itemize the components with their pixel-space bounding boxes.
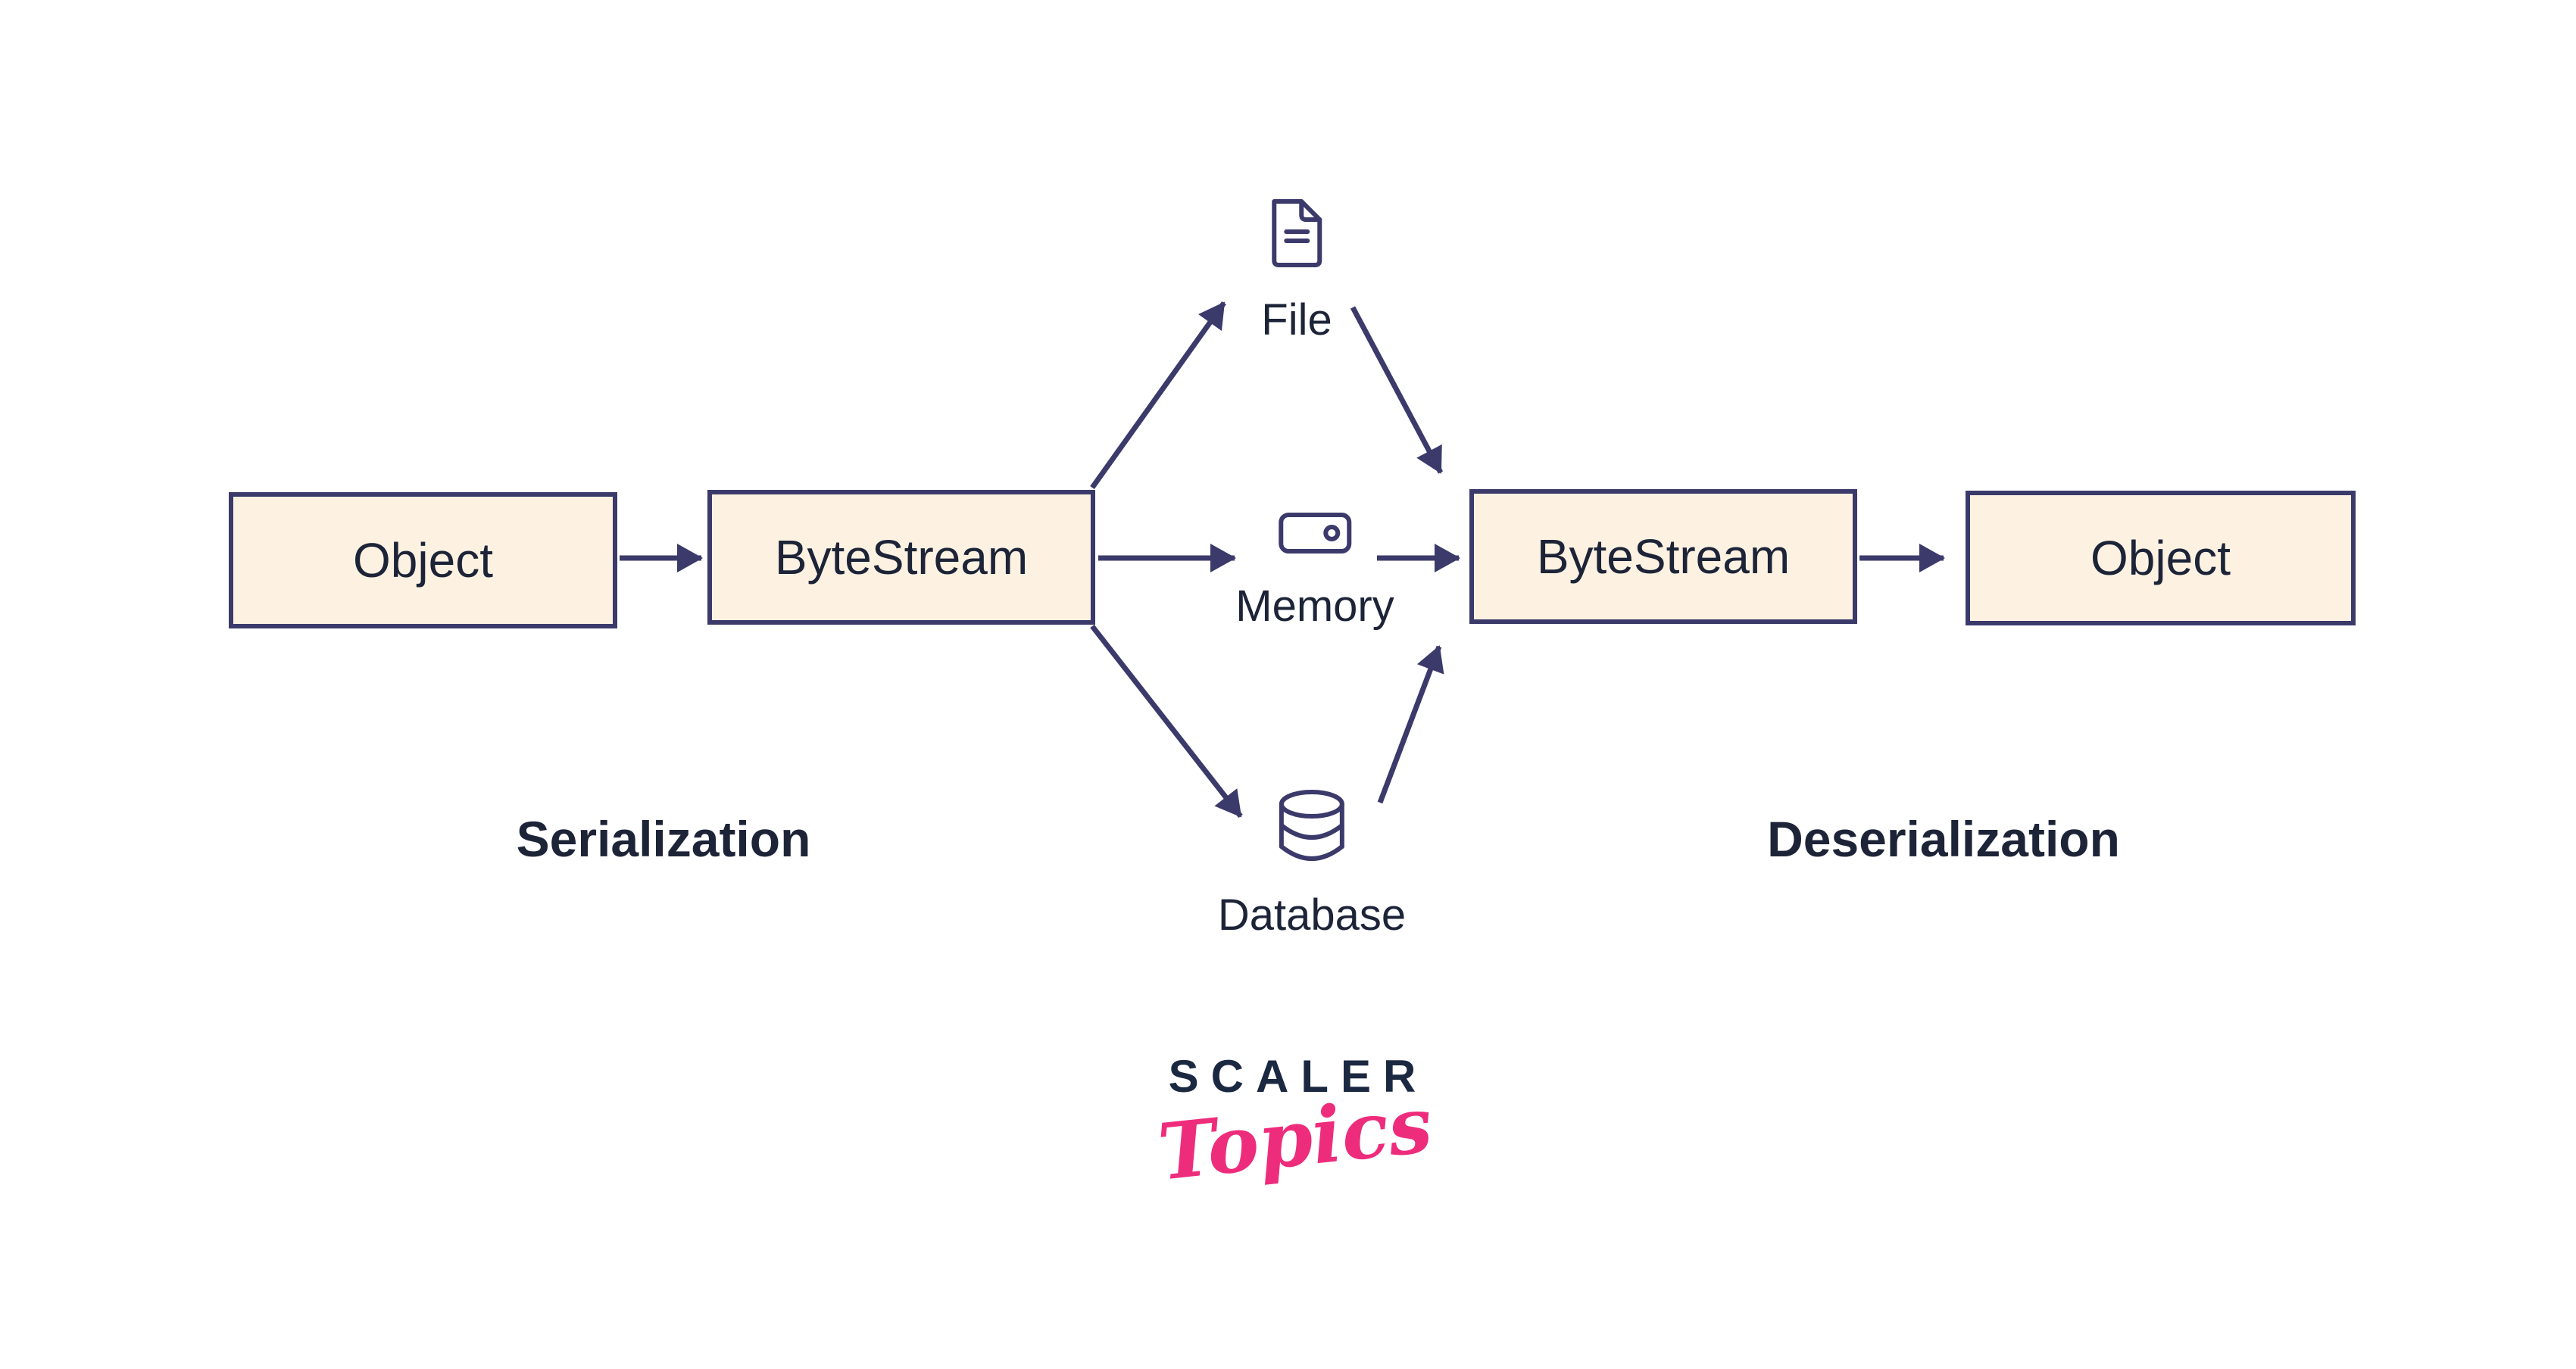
arrow-file-to-bytestream [1350, 306, 1444, 474]
node-label: ByteStream [774, 530, 1029, 585]
node-object-source: Object [229, 492, 617, 628]
file-label: File [1261, 295, 1332, 345]
node-bytestream-deserialize: ByteStream [1469, 489, 1857, 624]
node-label: Object [2090, 531, 2231, 585]
memory-label: Memory [1235, 582, 1394, 631]
file-icon [1265, 195, 1329, 270]
serialization-label: Serialization [516, 811, 811, 867]
arrow-bytestream-to-database [1090, 624, 1243, 819]
node-object-result: Object [1966, 491, 2356, 625]
memory-icon [1277, 510, 1353, 556]
deserialization-label: Deserialization [1767, 811, 2120, 867]
target-file: File [1261, 195, 1332, 342]
database-label: Database [1217, 890, 1407, 940]
logo-wordmark-primary: SCALER [1168, 1051, 1429, 1102]
arrow-database-to-bytestream [1377, 645, 1444, 804]
target-database: Database [1218, 787, 1406, 937]
node-label: Object [353, 533, 493, 588]
scaler-topics-logo: SCALER Topics [1154, 1051, 1436, 1199]
node-bytestream-serialize: ByteStream [707, 490, 1095, 625]
node-label: ByteStream [1536, 529, 1791, 584]
database-icon [1277, 787, 1347, 863]
target-memory: Memory [1235, 510, 1394, 628]
arrow-bytestream-to-file [1090, 301, 1226, 490]
